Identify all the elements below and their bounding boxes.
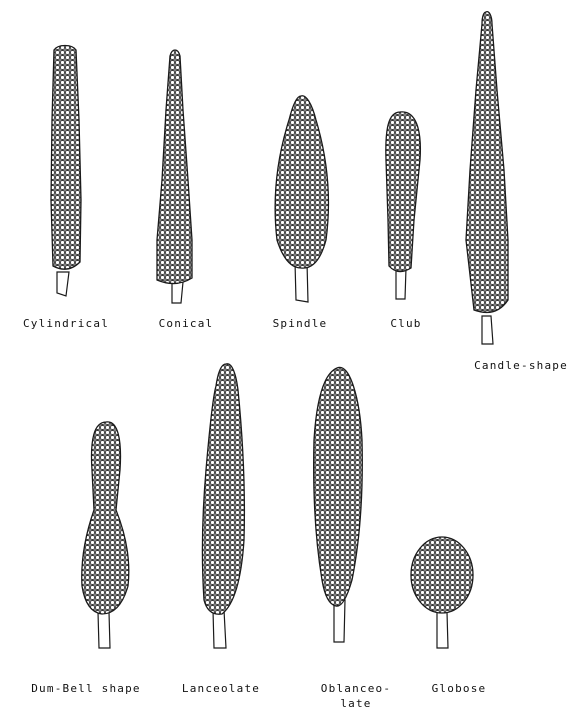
label-lanceolate: Lanceolate <box>182 682 260 695</box>
stalk <box>482 316 493 344</box>
stalk <box>213 610 226 648</box>
label-dum-bell-shape: Dum-Bell shape <box>31 682 141 695</box>
label-oblanceolate: Oblanceo- <box>321 682 391 695</box>
spike-club: Club <box>386 112 422 330</box>
spike-lanceolate: Lanceolate <box>182 364 260 695</box>
label-conical: Conical <box>159 317 214 330</box>
label-cylindrical: Cylindrical <box>23 317 109 330</box>
spike-dum-bell-shape: Dum-Bell shape <box>31 422 141 695</box>
spike-oblanceolate: Oblanceo- late <box>314 367 392 710</box>
label-spindle: Spindle <box>273 317 328 330</box>
label-club: Club <box>390 317 421 330</box>
spike-candle-shape: Candle-shape <box>466 12 568 372</box>
spike-cylindrical: Cylindrical <box>23 46 109 331</box>
stalk <box>396 268 406 299</box>
label-globose: Globose <box>432 682 487 695</box>
label-oblanceolate-line2: late <box>340 697 371 710</box>
spike-spindle: Spindle <box>273 96 329 330</box>
stalk <box>172 282 183 303</box>
stalk <box>437 612 448 648</box>
stalk <box>98 612 110 648</box>
spike-conical: Conical <box>157 50 213 330</box>
spike-globose: Globose <box>411 537 486 695</box>
stalk <box>57 272 69 296</box>
label-candle-shape: Candle-shape <box>474 359 568 372</box>
